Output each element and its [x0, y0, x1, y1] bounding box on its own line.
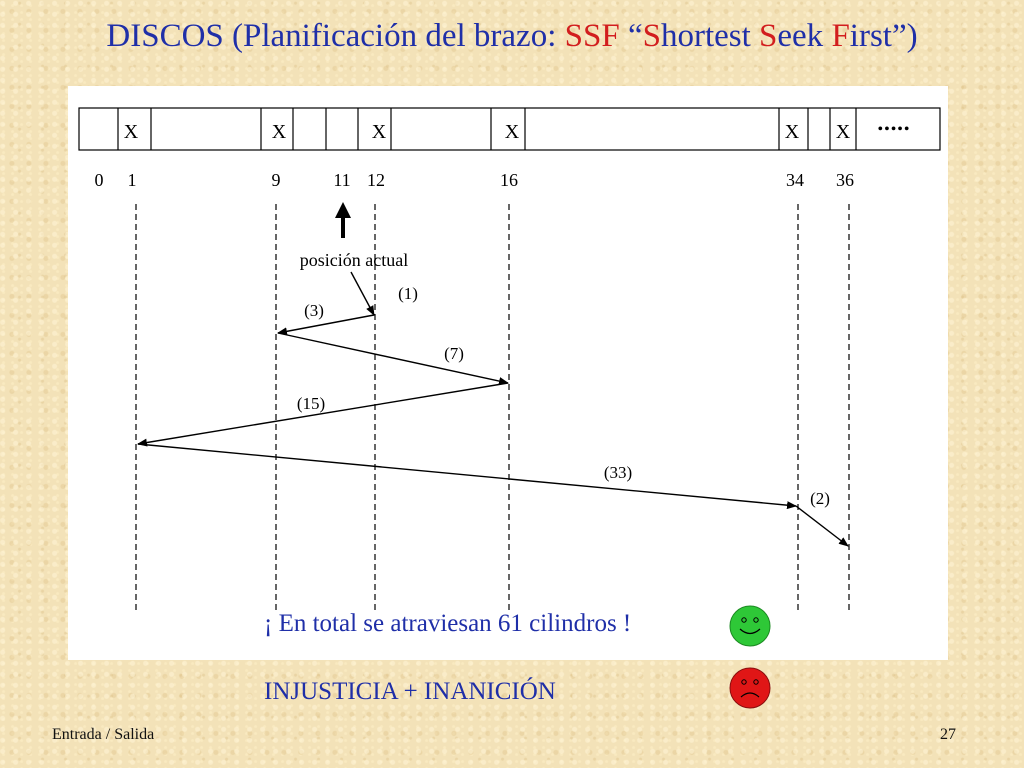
- cylinder-label-11: 11: [333, 170, 350, 190]
- cell-x-36: X: [836, 121, 851, 143]
- cylinder-label-34: 34: [786, 170, 804, 190]
- title-part-5: hortest: [660, 18, 760, 54]
- step-label-1: (1): [398, 284, 418, 303]
- page-number: 27: [940, 726, 956, 743]
- seek-step-6: [795, 505, 849, 547]
- seek-step-5: [137, 443, 797, 510]
- title-part-7: eek: [777, 18, 832, 54]
- step-label-6: (2): [810, 489, 830, 508]
- cylinder-label-1: 1: [128, 170, 137, 190]
- ellipsis-dots: •••••: [877, 121, 910, 138]
- current-position-label: posición actual: [300, 250, 408, 270]
- title-letter-s2: S: [759, 18, 778, 54]
- step-label-5: (33): [604, 463, 632, 482]
- seek-step-1: [350, 271, 375, 316]
- cylinder-label-16: 16: [500, 170, 518, 190]
- cylinder-label-36: 36: [836, 170, 854, 190]
- seek-step-3: [277, 332, 509, 385]
- cell-x-34: X: [785, 121, 800, 143]
- slide-title: DISCOS (Planificación del brazo: SSF “Sh…: [0, 18, 1024, 55]
- seek-path: [137, 271, 849, 547]
- cylinder-guides: [135, 204, 850, 610]
- cylinder-strip: [78, 107, 941, 151]
- cell-x-16: X: [505, 121, 520, 143]
- cell-x-1: X: [124, 121, 139, 143]
- cell-x-12: X: [372, 121, 387, 143]
- footer-section-label: Entrada / Salida: [52, 726, 155, 743]
- cell-x-9: X: [272, 121, 287, 143]
- arrow-up-icon: [335, 202, 351, 238]
- ssf-diagram: X X X X X X ••••• 0 1 9 11 12 16 34 36: [78, 107, 941, 610]
- cylinder-dividers: [117, 108, 857, 150]
- cylinder-label-9: 9: [272, 170, 281, 190]
- title-part-9: irst”): [849, 18, 918, 54]
- step-label-4: (15): [297, 394, 325, 413]
- step-label-3: (7): [444, 344, 464, 363]
- diagram-panel: X X X X X X ••••• 0 1 9 11 12 16 34 36: [68, 86, 948, 660]
- title-part-1: DISCOS (Planificación del brazo:: [106, 18, 565, 54]
- verdict-text: INJUSTICIA + INANICIÓN: [264, 678, 556, 705]
- happy-face-icon: [729, 605, 771, 647]
- title-part-3: “: [619, 18, 643, 54]
- step-label-2: (3): [304, 301, 324, 320]
- sad-face-icon: [729, 667, 771, 709]
- cylinder-label-0: 0: [95, 170, 104, 190]
- cylinder-label-12: 12: [367, 170, 385, 190]
- title-letter-f: F: [831, 18, 850, 54]
- seek-step-4: [137, 382, 509, 447]
- total-cylinders-text: ¡ En total se atraviesan 61 cilindros !: [264, 610, 632, 637]
- title-part-ssf: SSF: [564, 18, 620, 54]
- seek-step-2: [277, 314, 375, 336]
- title-letter-s1: S: [642, 18, 661, 54]
